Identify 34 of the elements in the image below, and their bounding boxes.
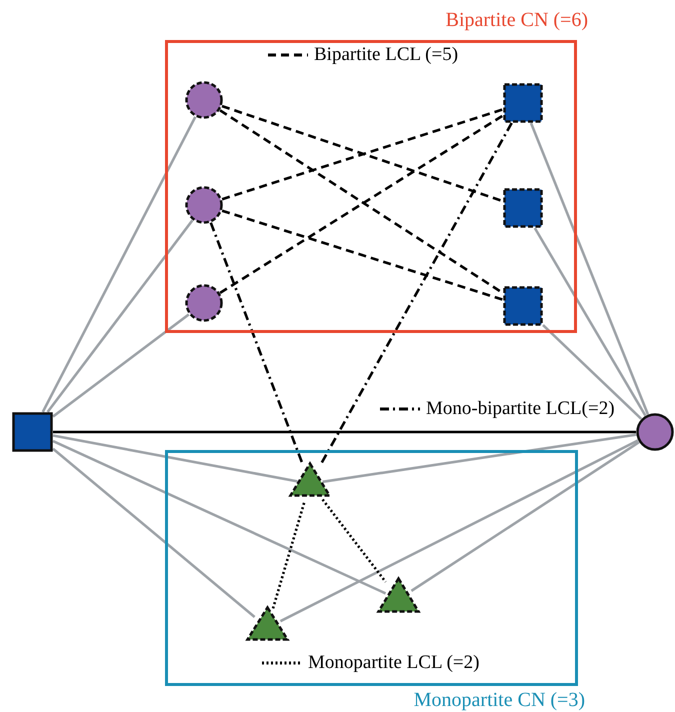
connection-line bbox=[542, 324, 642, 420]
connection-line bbox=[52, 448, 256, 618]
group-heading: Monopartite CN (=3) bbox=[414, 689, 585, 712]
circle-node bbox=[185, 81, 223, 119]
connection-line bbox=[322, 433, 636, 484]
connection-line bbox=[410, 441, 640, 592]
circle-node bbox=[185, 186, 223, 224]
connection-line bbox=[52, 313, 190, 418]
connection-line bbox=[46, 219, 194, 413]
link-line bbox=[320, 122, 513, 466]
circle-node bbox=[185, 284, 223, 322]
connection-line bbox=[52, 434, 298, 483]
link-line bbox=[222, 209, 504, 301]
group-heading: Bipartite CN (=6) bbox=[446, 9, 588, 32]
square-node bbox=[12, 412, 53, 452]
triangle-node bbox=[246, 606, 289, 641]
link-line bbox=[322, 498, 387, 583]
legend-label: Bipartite LCL (=5) bbox=[314, 44, 458, 66]
square-node bbox=[503, 188, 543, 228]
connection-line bbox=[280, 439, 639, 622]
connection-line bbox=[52, 440, 386, 595]
circle-node bbox=[636, 413, 674, 451]
square-node bbox=[503, 286, 543, 326]
link-line bbox=[210, 222, 304, 465]
triangle-node bbox=[289, 462, 331, 497]
legend-label: Mono-bipartite LCL(=2) bbox=[426, 398, 615, 420]
triangle-node bbox=[377, 577, 420, 613]
link-line bbox=[272, 502, 306, 609]
link-line bbox=[53, 430, 636, 434]
connection-line bbox=[42, 116, 196, 413]
connection-line bbox=[530, 122, 650, 415]
legend-label: Monopartite LCL (=2) bbox=[308, 652, 480, 674]
connection-line bbox=[534, 227, 647, 416]
square-node bbox=[503, 83, 543, 123]
